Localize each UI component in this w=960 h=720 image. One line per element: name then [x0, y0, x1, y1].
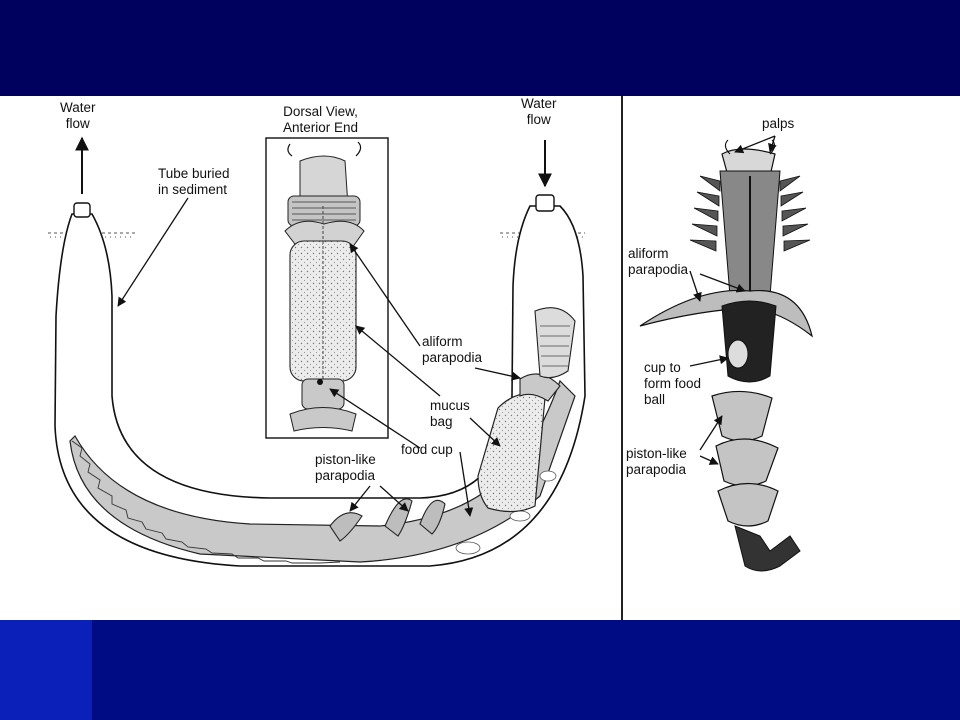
bottom-band — [0, 620, 960, 720]
aliform-shape — [519, 373, 561, 402]
label-line: aliform — [422, 334, 463, 349]
chimney-right — [535, 194, 555, 212]
label-line: parapodia — [628, 262, 689, 277]
label-line: Dorsal View, — [283, 104, 358, 119]
chimney-left — [73, 202, 91, 218]
label-line: ball — [644, 392, 666, 407]
label-line: Tube buried — [158, 166, 230, 181]
label-line: parapodia — [315, 468, 376, 483]
label-line: bag — [430, 414, 453, 429]
label-line: palps — [762, 116, 795, 131]
label-piston-parapodia: piston-like parapodia — [315, 452, 376, 484]
label-line: piston-like — [626, 446, 687, 461]
label-line: aliform — [628, 246, 669, 261]
label-line: Anterior End — [283, 120, 359, 135]
label-food-cup: food cup — [401, 442, 453, 458]
label-line: food cup — [401, 442, 453, 457]
worm-body — [69, 379, 576, 563]
dorsal-worm — [284, 141, 365, 432]
label-line: Water — [521, 96, 557, 111]
body-spots — [455, 470, 557, 555]
label-water-flow-left: Water flow — [60, 100, 96, 132]
label-tube-buried: Tube buried in sediment — [158, 166, 230, 198]
label-line: flow — [65, 116, 90, 131]
label-mucus-bag: mucus bag — [430, 398, 470, 430]
worm-head-shape — [534, 307, 576, 379]
label-water-flow-right: Water flow — [521, 96, 557, 128]
label-line: piston-like — [315, 452, 376, 467]
annotation-arrows — [75, 135, 777, 517]
label-line: in sediment — [158, 182, 228, 197]
label-line: Water — [60, 100, 96, 115]
label-line: cup to — [644, 360, 681, 375]
worm-segments — [71, 440, 341, 564]
label-line: parapodia — [626, 462, 687, 477]
label-right-piston: piston-like parapodia — [626, 446, 687, 478]
label-line: parapodia — [422, 350, 483, 365]
label-palps: palps — [762, 116, 794, 132]
worm-diagram: Water flow Water flow Tube buried in sed… — [0, 96, 960, 620]
label-line: mucus — [430, 398, 470, 413]
label-line: flow — [526, 112, 551, 127]
label-line: form food — [644, 376, 702, 391]
u-tube — [54, 205, 586, 567]
label-cup-food-ball: cup to form food ball — [644, 360, 701, 408]
right-worm — [639, 139, 813, 572]
label-dorsal-view: Dorsal View, Anterior End — [283, 104, 358, 136]
bottom-band-accent — [0, 620, 92, 720]
mucus-bag-shape — [477, 393, 546, 513]
diagram-drawing — [48, 96, 813, 620]
top-band — [0, 0, 960, 96]
label-right-aliform: aliform parapodia — [628, 246, 688, 278]
label-aliform-parapodia: aliform parapodia — [422, 334, 482, 366]
